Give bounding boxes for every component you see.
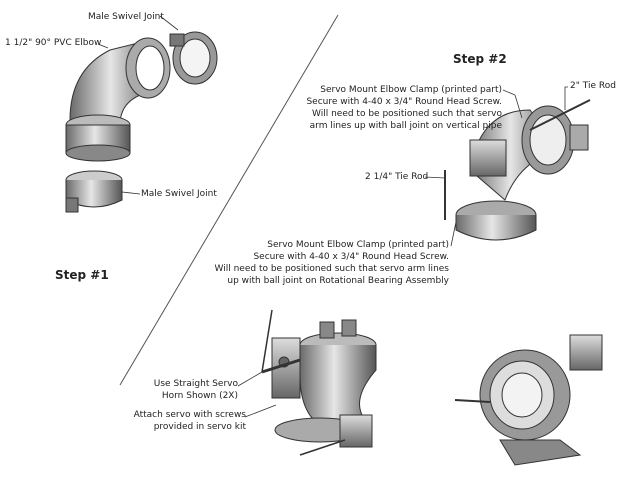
note-line: Use Straight Servo	[153, 379, 238, 389]
leader-line	[424, 176, 446, 179]
horn-note: Use Straight Servo Horn Shown (2X)	[154, 378, 238, 402]
leader-line	[564, 86, 568, 110]
note-line: Servo Mount Elbow Clamp (printed part)	[320, 85, 502, 95]
bottom-right-assembly-drawing	[454, 334, 603, 466]
label-pvc-elbow: 1 1/2" 90° PVC Elbow	[5, 38, 102, 48]
note-line: provided in servo kit	[153, 422, 246, 432]
pvc-elbow-drawing	[65, 37, 171, 162]
male-swivel-joint-top-drawing	[169, 31, 218, 85]
leader-line	[159, 15, 179, 31]
leader-line	[502, 89, 523, 119]
clamp-note-upper: Servo Mount Elbow Clamp (printed part) S…	[306, 84, 502, 132]
note-line: Secure with 4-40 x 3/4" Round Head Screw…	[253, 252, 449, 262]
step1-title: Step #1	[55, 268, 109, 282]
leader-line	[121, 191, 141, 195]
label-2-25in-tie-rod: 2 1/4" Tie Rod	[365, 172, 429, 182]
label-male-swivel-joint-top: Male Swivel Joint	[88, 12, 164, 22]
step2-title: Step #2	[453, 52, 507, 66]
note-line: up with ball joint on Rotational Bearing…	[227, 276, 449, 286]
step2-assembly-drawing	[444, 99, 591, 241]
leader-line	[450, 221, 457, 247]
step-divider-line	[119, 14, 339, 386]
label-male-swivel-joint-bottom: Male Swivel Joint	[141, 189, 217, 199]
note-line: Servo Mount Elbow Clamp (printed part)	[267, 240, 449, 250]
male-swivel-joint-bottom-drawing	[65, 170, 123, 213]
leader-line	[97, 43, 109, 49]
clamp-note-lower: Servo Mount Elbow Clamp (printed part) S…	[215, 239, 449, 287]
note-line: Horn Shown (2X)	[161, 391, 238, 401]
screw-note: Attach servo with screws provided in ser…	[134, 409, 246, 433]
label-2in-tie-rod: 2" Tie Rod	[570, 81, 616, 91]
note-line: Secure with 4-40 x 3/4" Round Head Screw…	[306, 97, 502, 107]
bottom-center-assembly-drawing	[261, 309, 377, 456]
leader-line	[237, 371, 263, 387]
note-line: arm lines up with ball joint on vertical…	[309, 121, 502, 131]
note-line: Will need to be positioned such that ser…	[312, 109, 502, 119]
note-line: Will need to be positioned such that ser…	[214, 264, 449, 274]
note-line: Attach servo with screws	[133, 410, 246, 420]
leader-line	[244, 404, 277, 418]
